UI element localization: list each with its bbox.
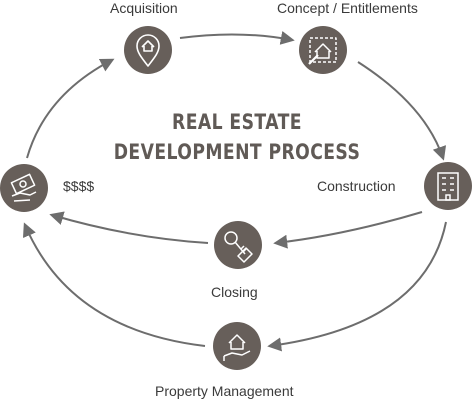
building-icon xyxy=(437,172,459,201)
house-key-tag-icon xyxy=(224,231,253,263)
blueprint-house-icon xyxy=(308,37,337,65)
arrow-construction-to-closing xyxy=(273,211,423,249)
money-label: $$$$ xyxy=(63,178,95,194)
closing-label: Closing xyxy=(211,284,258,300)
arrow-management-to-money xyxy=(22,222,206,347)
arrow-concept-to-construction xyxy=(357,61,447,161)
construction-node xyxy=(424,162,472,210)
arrow-acquisition-to-concept xyxy=(179,31,295,45)
concept-entitlements-label: Concept / Entitlements xyxy=(277,0,418,16)
money-hand-icon xyxy=(10,173,37,202)
concept-node xyxy=(299,26,347,74)
diagram-title-line-2: DEVELOPMENT PROCESS xyxy=(113,140,361,164)
construction-label: Construction xyxy=(317,178,396,194)
acquisition-label: Acquisition xyxy=(110,0,178,16)
diagram-title-line-1: REAL ESTATE xyxy=(172,110,302,134)
arrow-closing-to-money xyxy=(49,211,209,244)
acquisition-node xyxy=(124,26,172,74)
arrow-money-to-acquisition xyxy=(26,58,115,159)
location-pin-house-icon xyxy=(136,34,160,67)
arrow-construction-to-management xyxy=(267,221,447,352)
hand-holding-house-icon xyxy=(223,334,251,361)
property-management-label: Property Management xyxy=(155,383,294,399)
closing-node xyxy=(214,221,262,269)
property-management-node xyxy=(213,322,261,370)
money-node xyxy=(0,164,48,212)
